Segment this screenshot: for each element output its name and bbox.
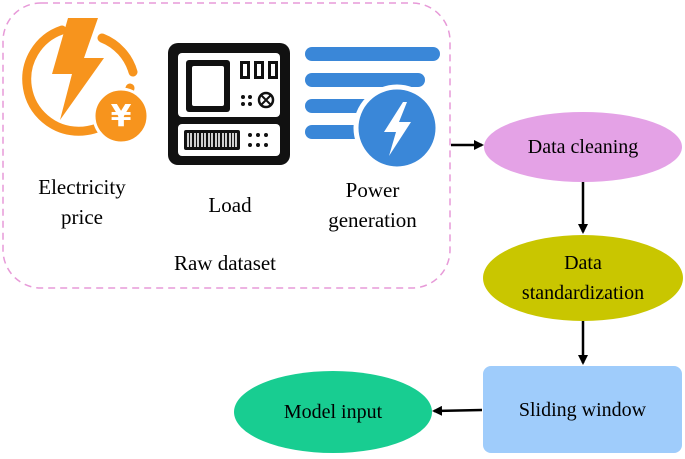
sliding-window-node xyxy=(483,366,682,453)
arrow-window-to-input xyxy=(432,405,483,416)
raw-dataset-group xyxy=(2,2,451,289)
data-cleaning-node xyxy=(484,112,682,182)
lightning-yen-icon: ¥ xyxy=(22,18,150,145)
source-label-electricity-price: Electricity price xyxy=(38,175,126,229)
node-label-data-cleaning: Data cleaning xyxy=(527,136,639,158)
load-meter-icon xyxy=(168,43,290,165)
group-label-raw-dataset: Raw dataset xyxy=(173,251,277,275)
node-label-sliding-window: Sliding window xyxy=(518,398,647,421)
source-label-load: Load xyxy=(208,193,252,217)
model-input-node xyxy=(234,371,432,453)
data-standardization-node xyxy=(483,235,683,321)
power-generation-icon xyxy=(305,47,441,172)
svg-text:¥: ¥ xyxy=(111,99,132,134)
source-label-power-generation: Power generation xyxy=(328,178,417,232)
node-label-model-input: Model input xyxy=(283,401,383,423)
